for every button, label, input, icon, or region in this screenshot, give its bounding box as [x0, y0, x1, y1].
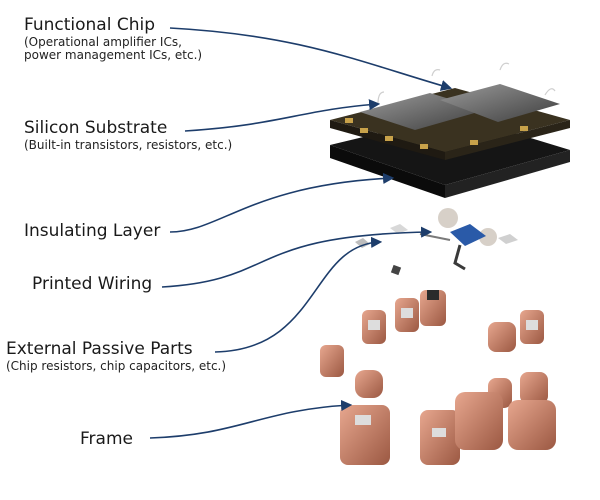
label-printed-wiring: Printed Wiring [32, 274, 153, 295]
label-functional-chip: Functional Chip (Operational amplifier I… [24, 15, 203, 63]
label-frame: Frame [80, 429, 133, 450]
label-functional-chip-title: Functional Chip [24, 15, 156, 35]
label-external-passive-parts-subtitle: (Chip resistors, chip capacitors, etc.) [6, 358, 227, 373]
label-functional-chip-subtitle-2: power management ICs, etc.) [24, 48, 203, 63]
label-printed-wiring-title: Printed Wiring [32, 274, 153, 294]
external-passive-parts [320, 290, 548, 408]
leader-insulating-layer [169, 172, 395, 233]
frame-parts [340, 392, 556, 465]
label-insulating-layer-title: Insulating Layer [24, 221, 161, 241]
functional-chip-stack [330, 62, 570, 198]
label-frame-title: Frame [80, 429, 133, 449]
insulating-layer-pieces [355, 208, 518, 276]
leader-frame [149, 399, 353, 439]
leader-external-passive-parts [214, 236, 383, 353]
leader-silicon-substrate [184, 99, 381, 132]
label-silicon-substrate-subtitle: (Built-in transistors, resistors, etc.) [24, 137, 233, 152]
label-silicon-substrate: Silicon Substrate (Built-in transistors,… [24, 118, 233, 152]
label-external-passive-parts: External Passive Parts (Chip resistors, … [6, 339, 227, 373]
label-insulating-layer: Insulating Layer [24, 221, 161, 242]
leader-functional-chip [169, 27, 453, 91]
label-functional-chip-subtitle-1: (Operational amplifier ICs, [24, 34, 182, 49]
printed-wiring-pieces [419, 224, 486, 271]
label-external-passive-parts-title: External Passive Parts [6, 339, 193, 359]
leader-printed-wiring [161, 226, 433, 288]
label-silicon-substrate-title: Silicon Substrate [24, 118, 168, 138]
leader-lines [149, 27, 453, 439]
